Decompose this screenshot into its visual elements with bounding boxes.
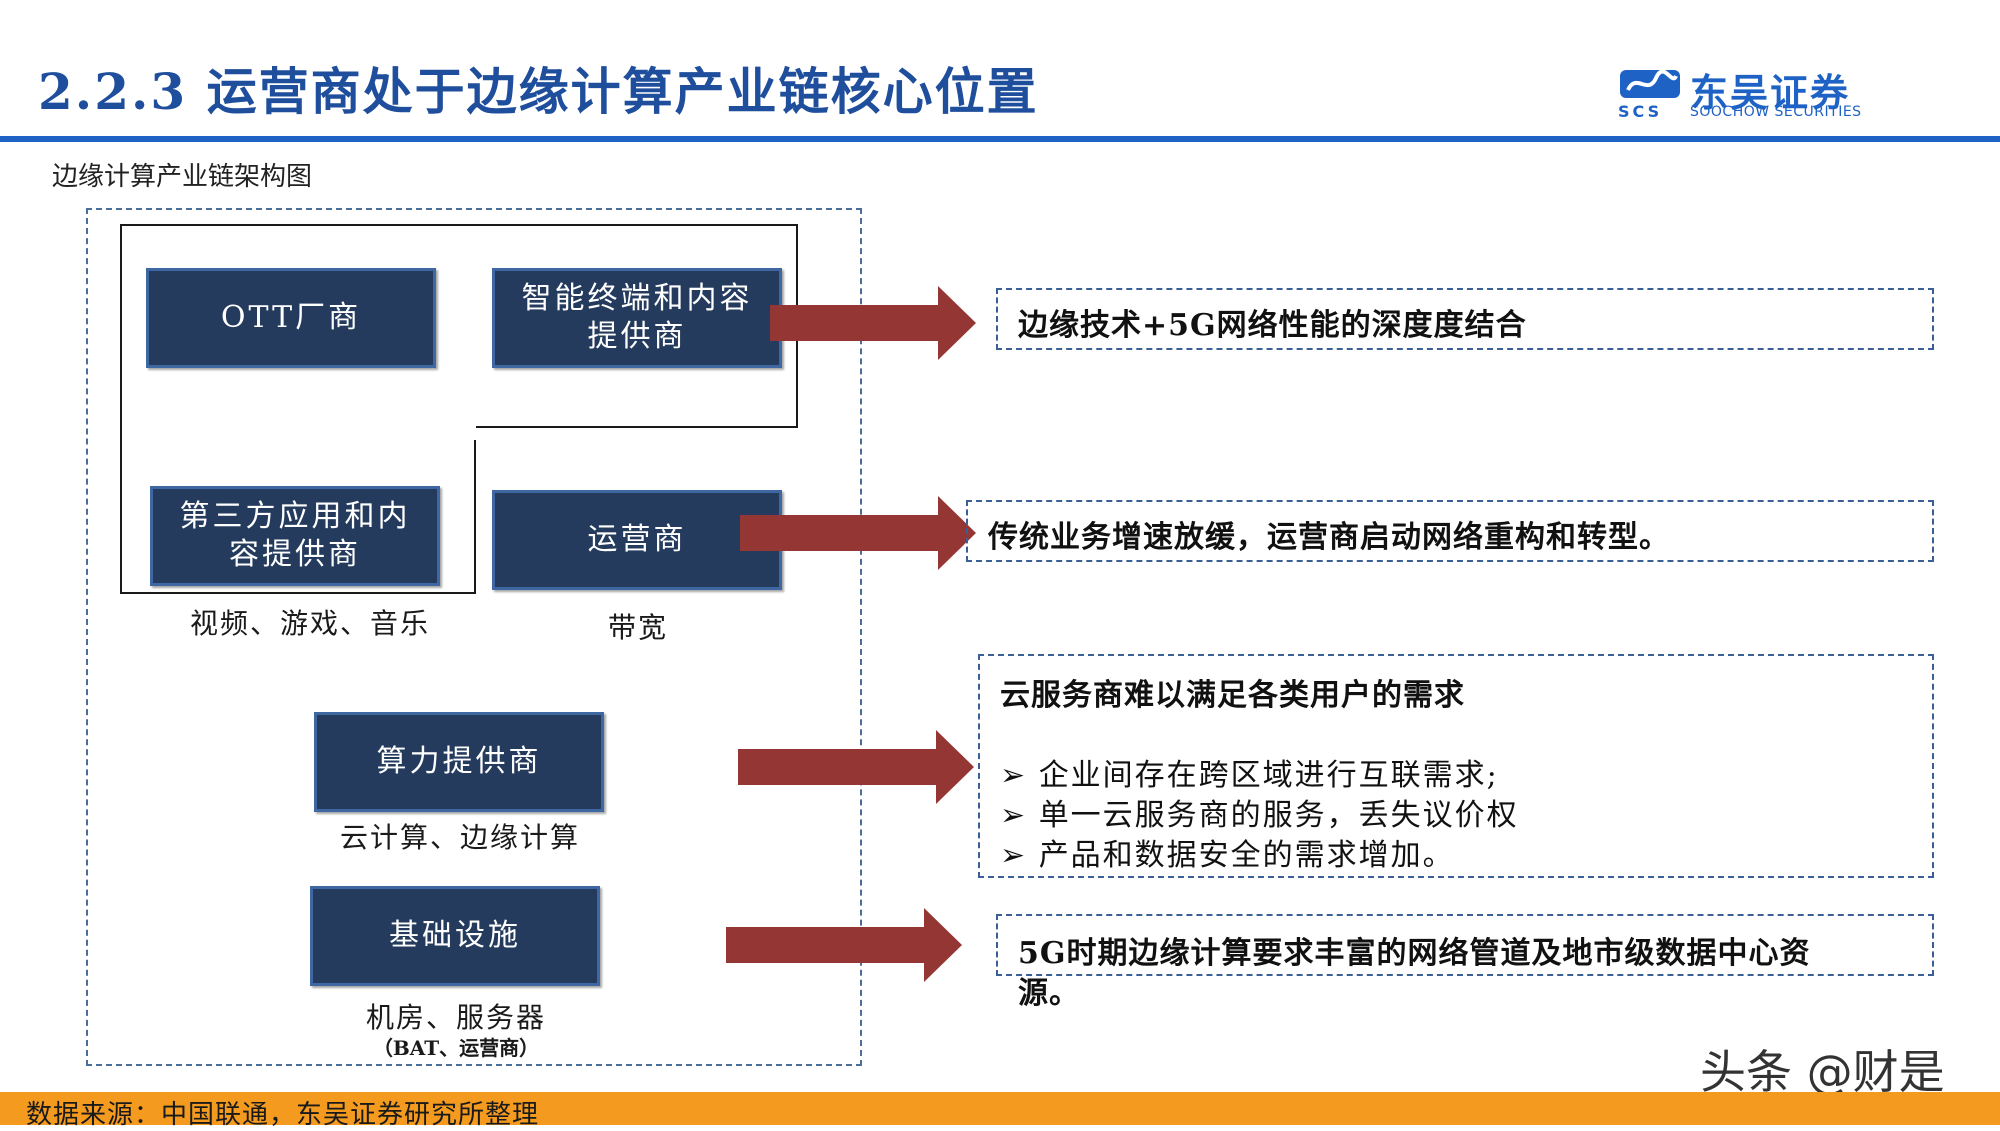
frame-line-mid <box>476 426 798 428</box>
cloud-needs-item: ➢ 单一云服务商的服务，丢失议价权 <box>1000 798 1519 833</box>
infrastructure-box: 基础设施 <box>310 886 600 986</box>
5g-resource-text-2: 源。 <box>1018 976 1080 1011</box>
footer-bar <box>0 1092 2000 1125</box>
logo-name: 东吴证券 <box>1690 71 1851 115</box>
logo-mark: SCS <box>1618 102 1663 121</box>
arrow-1 <box>770 286 976 360</box>
cloud-caption: 云计算、边缘计算 <box>339 821 580 854</box>
media-caption: 视频、游戏、音乐 <box>189 607 430 640</box>
5g-resource-box <box>996 914 1934 976</box>
diagram-frame <box>86 208 862 1066</box>
bullet-arrow-icon: ➢ <box>1000 798 1028 833</box>
infra-owner-caption: （BAT、运营商） <box>372 1036 540 1060</box>
title-divider <box>0 136 2000 142</box>
arrow-4 <box>726 908 962 982</box>
cloud-needs-title: 云服务商难以满足各类用户的需求 <box>1000 678 1465 713</box>
ott-vendor-label: OTT厂商 <box>220 300 362 335</box>
terminal-content-label-2: 提供商 <box>587 319 687 354</box>
cloud-needs-item: ➢ 企业间存在跨区域进行互联需求; <box>1000 758 1499 793</box>
source-note: 数据来源：中国联通，东吴证券研究所整理 <box>26 1100 540 1130</box>
bullet-arrow-icon: ➢ <box>1000 758 1028 793</box>
frame-line-inner <box>474 440 476 594</box>
operator-label: 运营商 <box>587 522 687 557</box>
logo-icon <box>1620 69 1680 98</box>
third-party-box: 第三方应用和内 容提供商 <box>150 486 440 586</box>
cloud-needs-box <box>978 654 1934 878</box>
operator-box: 运营商 <box>492 490 782 590</box>
third-party-label-1: 第三方应用和内 <box>179 499 411 534</box>
infrastructure-label: 基础设施 <box>389 918 521 953</box>
arrow-3 <box>738 730 974 804</box>
transformation-text: 传统业务增速放缓，运营商启动网络重构和转型。 <box>988 520 1670 555</box>
terminal-content-box: 智能终端和内容 提供商 <box>492 268 782 368</box>
arrow-2 <box>740 496 976 570</box>
logo-subtitle: SOOCHOW SECURITIES <box>1690 104 1862 120</box>
5g-resource-text-1: 5G时期边缘计算要求丰富的网络管道及地市级数据中心资 <box>1018 936 1811 971</box>
watermark: 头条 @财是 <box>1700 1045 1945 1099</box>
figure-subtitle: 边缘计算产业链架构图 <box>52 162 313 192</box>
frame-line-bottom <box>120 592 476 594</box>
synergy-box <box>996 288 1934 350</box>
server-caption: 机房、服务器 <box>365 1001 546 1034</box>
compute-provider-label: 算力提供商 <box>376 744 542 779</box>
page-title: 2.2.3 运营商处于边缘计算产业链核心位置 <box>38 62 1039 121</box>
terminal-content-label-1: 智能终端和内容 <box>521 281 753 316</box>
ott-vendor-box: OTT厂商 <box>146 268 436 368</box>
bandwidth-caption: 带宽 <box>607 611 668 644</box>
frame-line-left <box>120 224 122 594</box>
cloud-needs-item: ➢ 产品和数据安全的需求增加。 <box>1000 838 1455 873</box>
frame-line-top <box>120 224 798 226</box>
third-party-label-2: 容提供商 <box>229 537 361 572</box>
transformation-box <box>966 500 1934 562</box>
synergy-text: 边缘技术+5G网络性能的深度度结合 <box>1018 308 1527 343</box>
bullet-arrow-icon: ➢ <box>1000 838 1028 873</box>
compute-provider-box: 算力提供商 <box>314 712 604 812</box>
